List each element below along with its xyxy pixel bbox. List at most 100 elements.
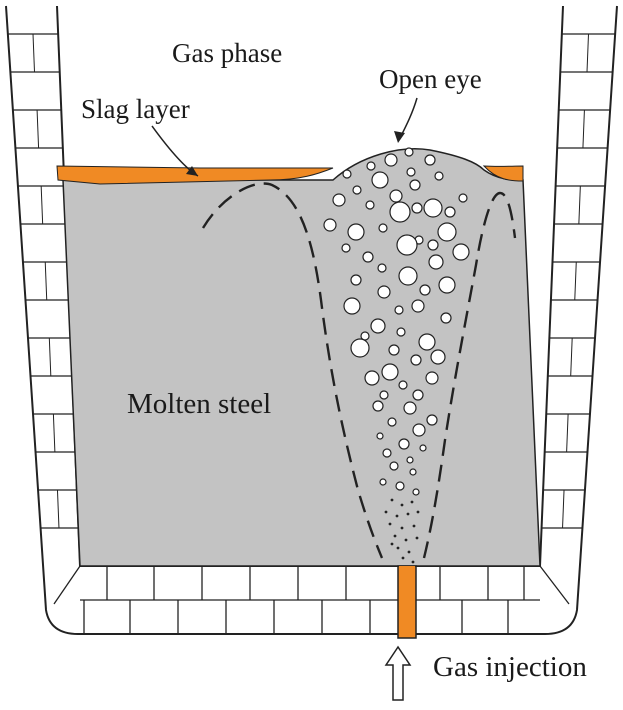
gas-bubble — [404, 147, 414, 157]
gas-bubble — [411, 202, 423, 214]
brick-joint — [578, 185, 581, 225]
fine-bubble — [411, 560, 415, 564]
gas-bubble — [379, 478, 387, 486]
fine-bubble — [406, 512, 410, 516]
gas-bubble — [343, 297, 361, 315]
gas-bubble — [395, 481, 405, 491]
gas-bubble — [434, 171, 444, 181]
gas-bubble — [377, 263, 387, 273]
gas-phase-label: Gas phase — [172, 38, 283, 68]
refractory-bricks-left — [7, 33, 79, 529]
fine-bubble — [416, 510, 420, 514]
slag-layer — [56, 165, 524, 185]
fine-bubble — [388, 522, 392, 526]
slag-layer-label: Slag layer — [81, 94, 190, 124]
brick-joint — [32, 33, 36, 73]
gas-bubble — [406, 456, 414, 464]
gas-bubble — [412, 389, 424, 401]
fine-bubble — [400, 526, 404, 530]
brick-joint — [56, 489, 60, 529]
gas-bubble — [370, 318, 386, 334]
fine-bubble — [395, 514, 399, 518]
gas-bubble — [347, 223, 365, 241]
plume-boundary-left — [201, 182, 384, 559]
gas-bubble — [406, 167, 416, 177]
gas-bubble — [398, 380, 408, 390]
fine-bubble — [404, 538, 408, 542]
gas-bubble — [323, 218, 337, 232]
brick-joint — [539, 565, 570, 605]
plume-boundary-right — [422, 191, 517, 559]
gas-bubble — [438, 276, 456, 294]
refractory-bricks-right — [541, 33, 616, 529]
fine-bubble — [415, 536, 419, 540]
gas-bubble — [396, 327, 406, 337]
gas-bubble — [425, 371, 439, 385]
refractory-bricks-bottom — [53, 565, 570, 634]
gas-bubble — [437, 222, 457, 242]
open-eye-label: Open eye — [379, 64, 482, 94]
gas-bubble — [398, 266, 418, 286]
brick-joint — [44, 261, 48, 301]
slag-leader-arrowhead — [186, 166, 198, 176]
molten-steel-region — [62, 148, 541, 567]
gas-bubbles — [323, 147, 470, 496]
gas-bubble — [365, 200, 375, 210]
gas-bubble — [412, 488, 420, 496]
gas-bubble — [341, 243, 351, 253]
fine-bubble — [390, 542, 394, 546]
gas-bubble — [342, 169, 352, 179]
gas-bubble — [410, 354, 422, 366]
gas-bubble — [384, 153, 398, 167]
gas-bubble — [419, 284, 431, 296]
fine-bubble — [401, 556, 405, 560]
gas-bubble — [430, 349, 446, 365]
gas-bubble — [387, 417, 397, 427]
fine-bubble — [410, 500, 414, 504]
injection-nozzle-core — [399, 566, 415, 637]
fine-bubble — [396, 546, 400, 550]
gas-bubble — [372, 400, 384, 412]
gas-bubble — [352, 185, 362, 195]
gas-injection-label: Gas injection — [433, 651, 587, 683]
gas-bubble — [444, 206, 456, 218]
gas-bubble — [379, 390, 389, 400]
gas-bubble — [362, 251, 374, 263]
gas-bubble — [389, 201, 411, 223]
brick-joint — [48, 337, 52, 377]
brick-joint — [36, 109, 40, 149]
brick-joint — [52, 413, 56, 453]
up-arrow-icon — [384, 645, 412, 701]
fine-bubble — [400, 503, 404, 507]
gas-bubble — [364, 370, 380, 386]
gas-bubble — [409, 179, 421, 191]
gas-bubble — [388, 344, 400, 356]
brick-joint — [40, 185, 44, 225]
gas-bubble — [419, 444, 427, 452]
gas-bubble — [418, 333, 436, 351]
gas-bubble — [350, 338, 370, 358]
fine-bubble — [384, 510, 388, 514]
fine-bubbles — [384, 498, 420, 564]
gas-bubble — [381, 363, 399, 381]
gas-bubble — [378, 223, 388, 233]
gas-bubble — [398, 438, 410, 450]
gas-bubble — [458, 193, 468, 203]
brick-joint — [586, 33, 589, 73]
brick-joint — [566, 413, 569, 453]
gas-bubble — [350, 274, 362, 286]
plume-boundary — [201, 182, 517, 559]
brick-joint — [582, 109, 585, 149]
gas-bubble — [332, 193, 346, 207]
gas-bubble — [409, 468, 417, 476]
open-eye-leader-arrowhead — [394, 131, 405, 143]
gas-bubble — [371, 171, 389, 189]
gas-bubble — [411, 299, 425, 313]
gas-bubble — [440, 312, 452, 324]
gas-bubble — [412, 423, 426, 437]
gas-bubble — [452, 243, 470, 261]
gas-bubble — [426, 414, 438, 426]
brick-joint — [562, 489, 565, 529]
gas-bubble — [403, 401, 417, 415]
